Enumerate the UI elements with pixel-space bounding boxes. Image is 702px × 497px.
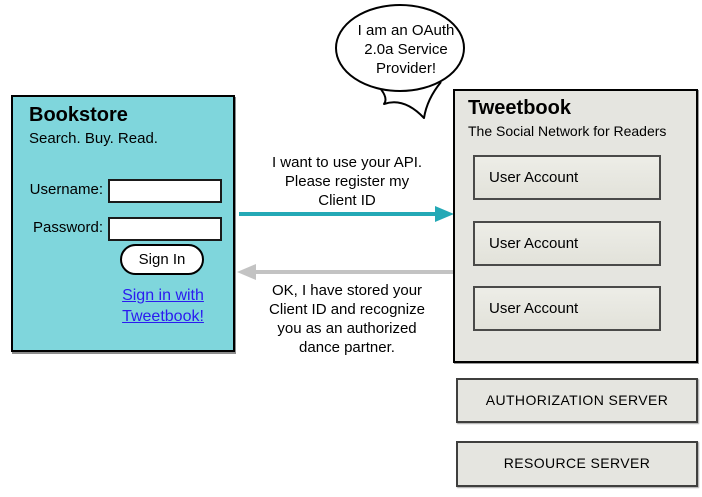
user-account-box: User Account <box>473 286 661 331</box>
speech-bubble-text: I am an OAuth 2.0a Service Provider! <box>357 22 455 77</box>
response-message: OK, I have stored your Client ID and rec… <box>269 282 425 356</box>
resource-server-box: RESOURCE SERVER <box>456 441 698 487</box>
username-label: Username: <box>29 181 103 198</box>
tweetbook-subtitle: The Social Network for Readers <box>468 123 667 139</box>
password-label: Password: <box>32 219 103 236</box>
user-account-box: User Account <box>473 221 661 266</box>
request-arrow-icon <box>239 206 454 222</box>
password-row: Password: <box>13 217 225 241</box>
username-input[interactable] <box>108 179 222 203</box>
tweetbook-panel: Tweetbook The Social Network for Readers… <box>453 89 698 363</box>
username-row: Username: <box>13 179 225 203</box>
sign-in-button[interactable]: Sign In <box>120 244 204 275</box>
request-message: I want to use your API. Please register … <box>271 154 423 209</box>
tweetbook-title: Tweetbook <box>468 97 571 119</box>
authorization-server-box: AUTHORIZATION SERVER <box>456 378 698 423</box>
bookstore-tagline: Search. Buy. Read. <box>29 130 158 147</box>
bookstore-title: Bookstore <box>29 104 128 126</box>
sign-in-with-tweetbook-link[interactable]: Sign in with Tweetbook! <box>122 287 204 325</box>
speech-bubble-icon <box>335 4 465 119</box>
bookstore-panel: Bookstore Search. Buy. Read. Username: P… <box>11 95 235 352</box>
password-input[interactable] <box>108 217 222 241</box>
user-account-box: User Account <box>473 155 661 200</box>
response-arrow-icon <box>237 264 453 280</box>
